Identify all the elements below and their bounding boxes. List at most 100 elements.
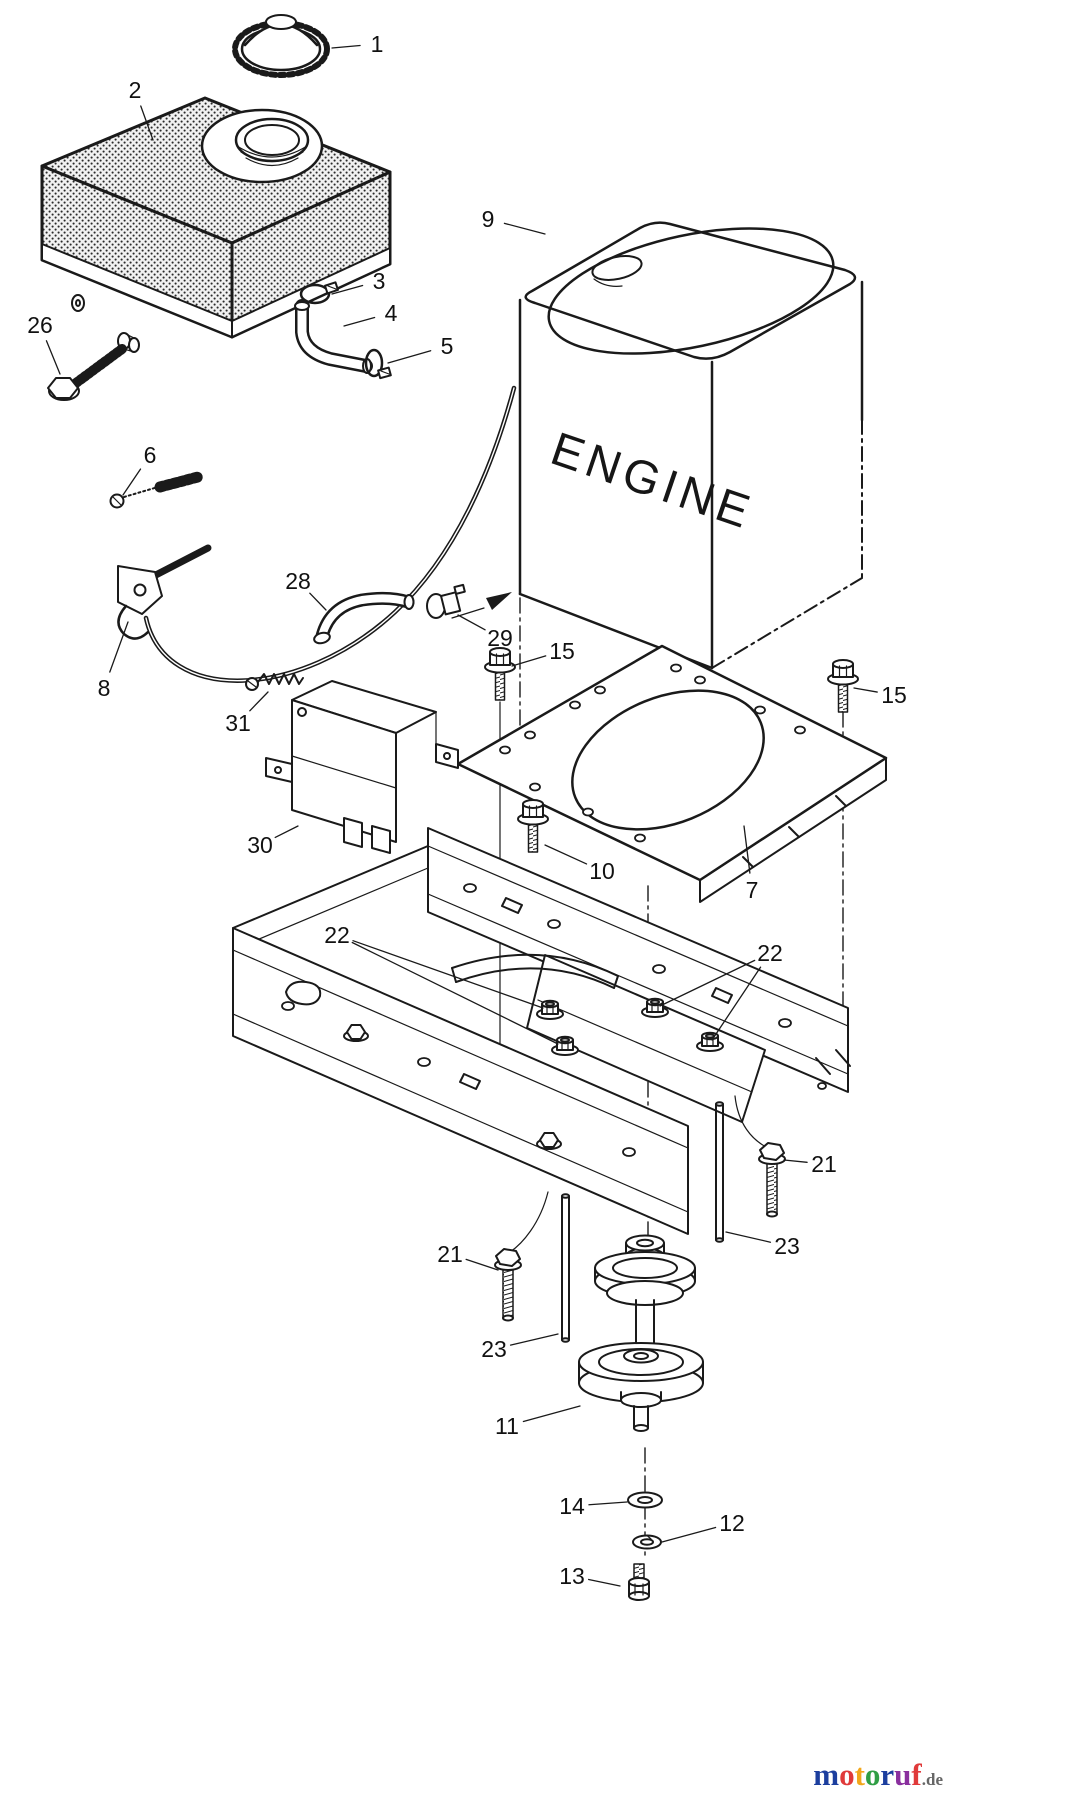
throttle-control <box>109 385 517 683</box>
engine-label: ENGINE <box>545 421 761 539</box>
hose-clamp-5 <box>364 348 392 380</box>
callout-4: 4 <box>385 300 398 326</box>
mounting-plate <box>456 644 888 903</box>
bolt-21-left <box>494 1191 549 1322</box>
callout-leader-23-left <box>509 1333 559 1346</box>
bolt-15-left <box>484 647 516 701</box>
fitting-29 <box>426 583 512 619</box>
callout-3: 3 <box>373 268 386 294</box>
callout-leader-28 <box>309 592 327 611</box>
frame-rail-front <box>232 927 689 1235</box>
rod-23-right <box>715 1101 724 1243</box>
engine-cover-30 <box>245 673 459 854</box>
callout-6: 6 <box>144 442 157 468</box>
bolt-10 <box>517 799 549 853</box>
callout-leader-14 <box>588 1501 628 1506</box>
callout-leader-22-left <box>351 941 559 1045</box>
callout-28: 28 <box>285 568 311 594</box>
callout-leader-26 <box>45 340 61 375</box>
callout-leader-15-left <box>511 655 547 667</box>
bolt-26 <box>47 344 127 401</box>
callout-leader-23-right <box>725 1231 772 1243</box>
engine: ENGINE <box>518 221 864 670</box>
washers-and-bolt <box>627 1491 663 1601</box>
bolt-13 <box>628 1563 650 1601</box>
callout-leader-15-right <box>853 687 878 693</box>
callout-23-right: 23 <box>774 1233 800 1259</box>
rod-23-left <box>561 1193 570 1343</box>
fuel-tank <box>40 96 392 353</box>
bolts-21 <box>494 1095 786 1322</box>
callouts: 1234526692829831151530107222221232123111… <box>27 31 907 1589</box>
callout-leader-8 <box>109 621 129 673</box>
hose-clamp-3 <box>299 281 339 305</box>
callout-7: 7 <box>746 877 759 903</box>
callout-10: 10 <box>589 858 615 884</box>
callout-11: 11 <box>495 1413 519 1439</box>
callout-1: 1 <box>371 31 384 57</box>
callout-29: 29 <box>487 625 513 651</box>
callout-leader-29 <box>457 614 486 631</box>
callout-leader-2 <box>140 105 154 141</box>
throttle-lever-8 <box>117 544 212 640</box>
watermark-suffix: .de <box>921 1770 943 1789</box>
callout-30: 30 <box>247 832 273 858</box>
frame <box>232 827 851 1235</box>
watermark-letter: f <box>911 1757 922 1792</box>
watermark-letter: o <box>839 1757 855 1792</box>
rods-23 <box>561 1101 724 1343</box>
callout-leader-1 <box>331 44 361 49</box>
callout-22-right: 22 <box>757 940 783 966</box>
callout-21-right: 21 <box>811 1151 837 1177</box>
callout-leader-10 <box>544 844 588 865</box>
callout-leader-7 <box>743 825 751 874</box>
watermark-letter: o <box>864 1757 881 1792</box>
callout-14: 14 <box>559 1493 585 1519</box>
callout-31: 31 <box>225 710 251 736</box>
callout-leader-21-left <box>465 1258 499 1271</box>
pulley-assembly-11 <box>578 1234 704 1432</box>
watermark-logo[interactable]: motoruf.de <box>813 1759 943 1790</box>
callout-leader-9 <box>503 222 546 235</box>
hose-end <box>294 301 310 311</box>
watermark-letter: t <box>854 1757 865 1792</box>
watermark-letter: m <box>813 1757 840 1792</box>
callout-15-left: 15 <box>549 638 575 664</box>
washer-12 <box>632 1534 662 1550</box>
breather-hose-28 <box>313 591 415 645</box>
callout-22-left: 22 <box>324 922 350 948</box>
watermark-letter: u <box>894 1757 912 1792</box>
fuel-cap <box>232 14 330 78</box>
callout-leader-22-right <box>711 966 762 1041</box>
spring-31 <box>245 673 304 691</box>
callout-5: 5 <box>441 333 454 359</box>
callout-leader-3 <box>331 284 364 295</box>
callout-leader-6 <box>122 468 142 496</box>
callout-leader-4 <box>343 316 376 327</box>
callout-leader-13 <box>587 1578 621 1587</box>
callout-leader-11 <box>522 1405 581 1423</box>
callout-leader-5 <box>387 350 432 364</box>
bolt-21-right <box>734 1095 786 1218</box>
direction-arrow <box>486 592 512 610</box>
watermark-letter: r <box>880 1757 895 1792</box>
callout-2: 2 <box>129 77 142 103</box>
callout-21-left: 21 <box>437 1241 463 1267</box>
callout-26: 26 <box>27 312 53 338</box>
cable-housing-end <box>154 471 204 493</box>
callout-12: 12 <box>719 1510 745 1536</box>
callout-leader-22-left <box>352 940 544 1009</box>
callout-leader-31 <box>249 691 269 712</box>
bolt-15-right <box>827 659 859 713</box>
callout-leader-22-right <box>659 959 756 1007</box>
frame-rail-rear <box>427 827 851 1093</box>
screw-6 <box>109 486 159 509</box>
callout-8: 8 <box>98 675 111 701</box>
callout-leader-12 <box>661 1526 717 1543</box>
callout-leader-30 <box>274 825 299 839</box>
tank-outlet-fitting <box>71 294 140 353</box>
washer-14 <box>627 1491 663 1509</box>
callout-15-right: 15 <box>881 682 907 708</box>
